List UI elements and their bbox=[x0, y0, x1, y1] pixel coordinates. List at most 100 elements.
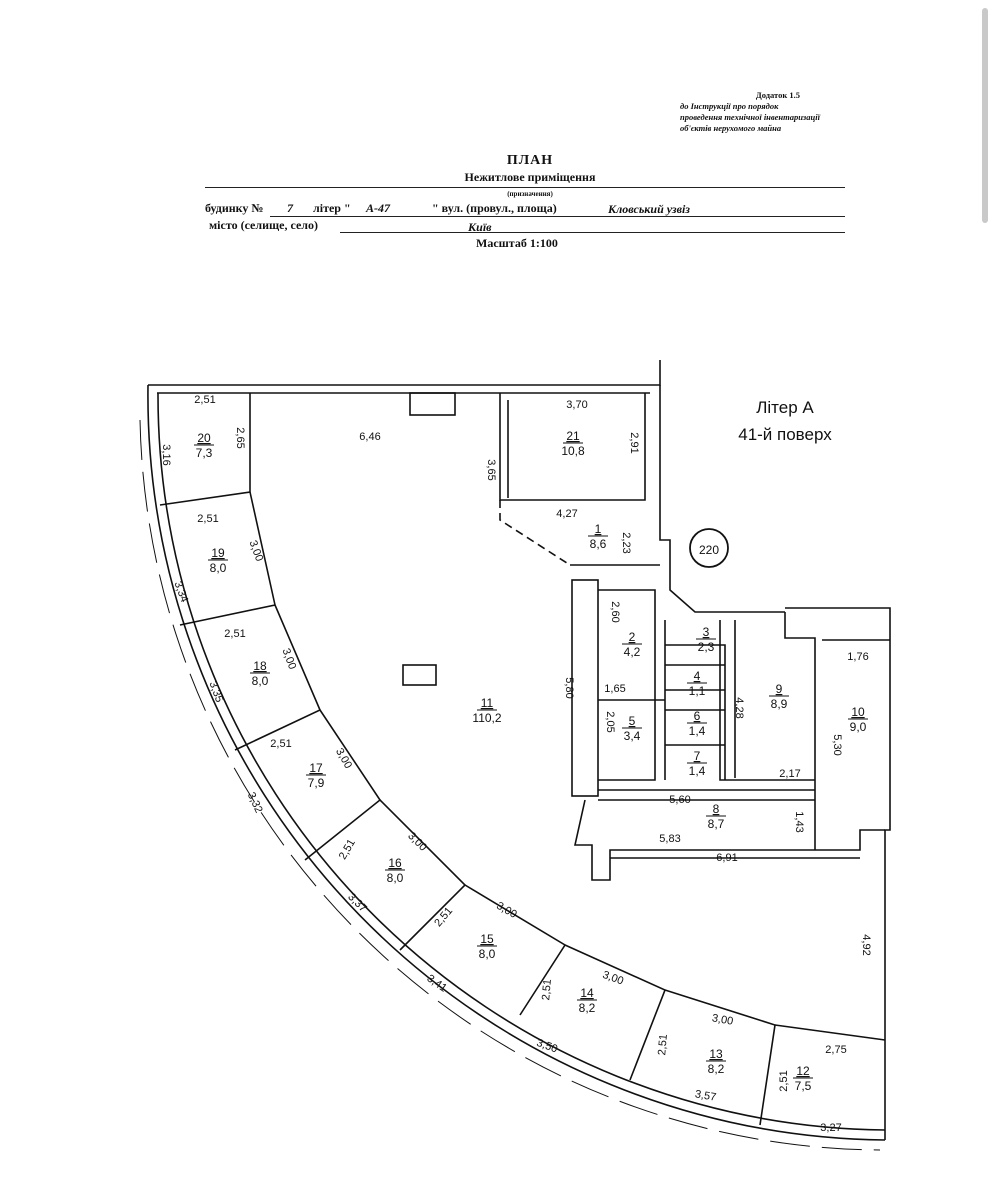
dimension-label: 2,51 bbox=[432, 905, 455, 929]
appendix-line-1: Додаток 1.5 bbox=[755, 90, 800, 100]
dimension-label: 2,51 bbox=[197, 513, 218, 525]
room-area-18: 8,0 bbox=[252, 674, 269, 688]
room-number-19: 19 bbox=[211, 546, 225, 560]
room-number-8: 8 bbox=[713, 802, 720, 816]
street-value: Кловський узвіз bbox=[608, 202, 690, 216]
room-area-11: 110,2 bbox=[472, 711, 501, 725]
dimension-label: 3,57 bbox=[694, 1088, 717, 1104]
scrollbar[interactable] bbox=[982, 8, 988, 223]
room-number-17: 17 bbox=[309, 761, 323, 775]
building-label: будинку № bbox=[205, 201, 264, 215]
dimension-label: 2,60 bbox=[609, 601, 621, 622]
subtitle-underline bbox=[205, 187, 845, 188]
apartment-number: 220 bbox=[699, 543, 719, 557]
liter-label-plan: Літер А bbox=[756, 398, 814, 417]
dimension-label: 4,92 bbox=[860, 934, 872, 955]
room-number-20: 20 bbox=[197, 431, 211, 445]
dimension-label: 3,37 bbox=[345, 891, 369, 915]
dimension-label: 3,16 bbox=[160, 444, 172, 465]
dimension-label: 3,00 bbox=[405, 830, 429, 854]
room-number-5: 5 bbox=[629, 714, 636, 728]
dimension-label: 2,05 bbox=[604, 711, 616, 732]
room-number-7: 7 bbox=[694, 749, 701, 763]
room-area-1: 8,6 bbox=[590, 537, 607, 551]
dimension-label: 6,91 bbox=[716, 852, 737, 864]
dimension-label: 3,70 bbox=[566, 399, 587, 411]
city-underline bbox=[340, 232, 845, 233]
room-number-9: 9 bbox=[776, 682, 783, 696]
dimension-label: 4,28 bbox=[733, 697, 745, 718]
dimension-label: 5,60 bbox=[669, 794, 690, 806]
dimension-label: 2,17 bbox=[779, 768, 800, 780]
room-area-8: 8,7 bbox=[708, 817, 725, 831]
room-area-14: 8,2 bbox=[579, 1001, 596, 1015]
room-area-16: 8,0 bbox=[387, 871, 404, 885]
room-number-14: 14 bbox=[580, 986, 594, 1000]
dimension-label: 3,00 bbox=[601, 969, 625, 988]
room-area-19: 8,0 bbox=[210, 561, 227, 575]
room-area-6: 1,4 bbox=[689, 724, 706, 738]
city-value: Київ bbox=[468, 220, 492, 234]
dimension-label: 2,91 bbox=[628, 432, 640, 453]
room-area-3: 2,3 bbox=[698, 640, 715, 654]
room-area-2: 4,2 bbox=[624, 645, 641, 659]
building-number: 7 bbox=[287, 201, 293, 215]
apartment-marker-circle bbox=[689, 528, 729, 568]
dimension-label: 2,51 bbox=[224, 628, 245, 640]
plan-title: ПЛАН bbox=[506, 153, 554, 168]
dimension-label: 3,27 bbox=[820, 1122, 841, 1134]
room-number-11: 11 bbox=[481, 696, 494, 710]
dimension-label: 5,80 bbox=[563, 677, 575, 698]
room-area-12: 7,5 bbox=[795, 1079, 812, 1093]
dimension-label: 5,83 bbox=[659, 833, 680, 845]
room-number-13: 13 bbox=[709, 1047, 723, 1061]
room-number-18: 18 bbox=[253, 659, 267, 673]
dimension-label: 3,50 bbox=[535, 1037, 559, 1056]
dimension-label: 3,32 bbox=[245, 790, 265, 814]
plan-subtitle: Нежитлове приміщення bbox=[464, 170, 596, 184]
room-number-21: 21 bbox=[566, 429, 580, 443]
room-area-5: 3,4 bbox=[624, 729, 641, 743]
room-number-15: 15 bbox=[480, 932, 494, 946]
room-number-12: 12 bbox=[796, 1064, 810, 1078]
dimension-label: 3,00 bbox=[247, 539, 266, 563]
dimension-label: 2,51 bbox=[540, 979, 554, 1001]
liter-label: літер " bbox=[313, 201, 351, 215]
dimension-label: 2,51 bbox=[778, 1070, 790, 1091]
room-area-7: 1,4 bbox=[689, 764, 706, 778]
dimension-label: 6,46 bbox=[359, 431, 380, 443]
street-label: " вул. (провул., площа) bbox=[432, 201, 557, 215]
appendix-line-2: до Інструкції про порядок bbox=[680, 101, 779, 111]
dimension-label: 2,51 bbox=[337, 837, 358, 862]
dimension-label: 3,00 bbox=[711, 1012, 734, 1028]
appendix-line-4: об'єктів нерухомого майна bbox=[680, 123, 782, 133]
room-area-4: 1,1 bbox=[689, 684, 706, 698]
dimension-label: 1,43 bbox=[793, 811, 805, 832]
dimension-label: 2,65 bbox=[234, 427, 246, 448]
dimension-label: 5,30 bbox=[831, 734, 843, 755]
dimension-label: 2,51 bbox=[656, 1034, 670, 1056]
dimension-label: 2,23 bbox=[620, 532, 632, 553]
room-number-16: 16 bbox=[388, 856, 402, 870]
dimension-label: 2,51 bbox=[270, 738, 291, 750]
dimension-label: 4,27 bbox=[556, 508, 577, 520]
scale-label: Масштаб 1:100 bbox=[476, 236, 558, 250]
appendix-note: Додаток 1.5 до Інструкції про порядок пр… bbox=[680, 90, 870, 134]
room-number-1: 1 bbox=[595, 522, 602, 536]
dimension-label: 3,00 bbox=[333, 746, 354, 771]
room-area-10: 9,0 bbox=[850, 720, 867, 734]
purpose-note: (призначення) bbox=[507, 190, 553, 198]
room-number-10: 10 bbox=[851, 705, 865, 719]
dimension-label: 1,76 bbox=[847, 651, 868, 663]
room-number-6: 6 bbox=[694, 709, 701, 723]
room-number-3: 3 bbox=[703, 625, 710, 639]
dimension-label: 2,75 bbox=[825, 1044, 846, 1056]
appendix-line-3: проведення технічної інвентаризації bbox=[680, 112, 820, 122]
dimension-label: 3,65 bbox=[485, 459, 497, 480]
floor-label: 41-й поверх bbox=[738, 425, 832, 444]
room-number-4: 4 bbox=[694, 669, 701, 683]
building-underline bbox=[270, 216, 845, 217]
dimension-label: 2,51 bbox=[194, 394, 215, 406]
liter-value: А-47 bbox=[366, 201, 390, 215]
